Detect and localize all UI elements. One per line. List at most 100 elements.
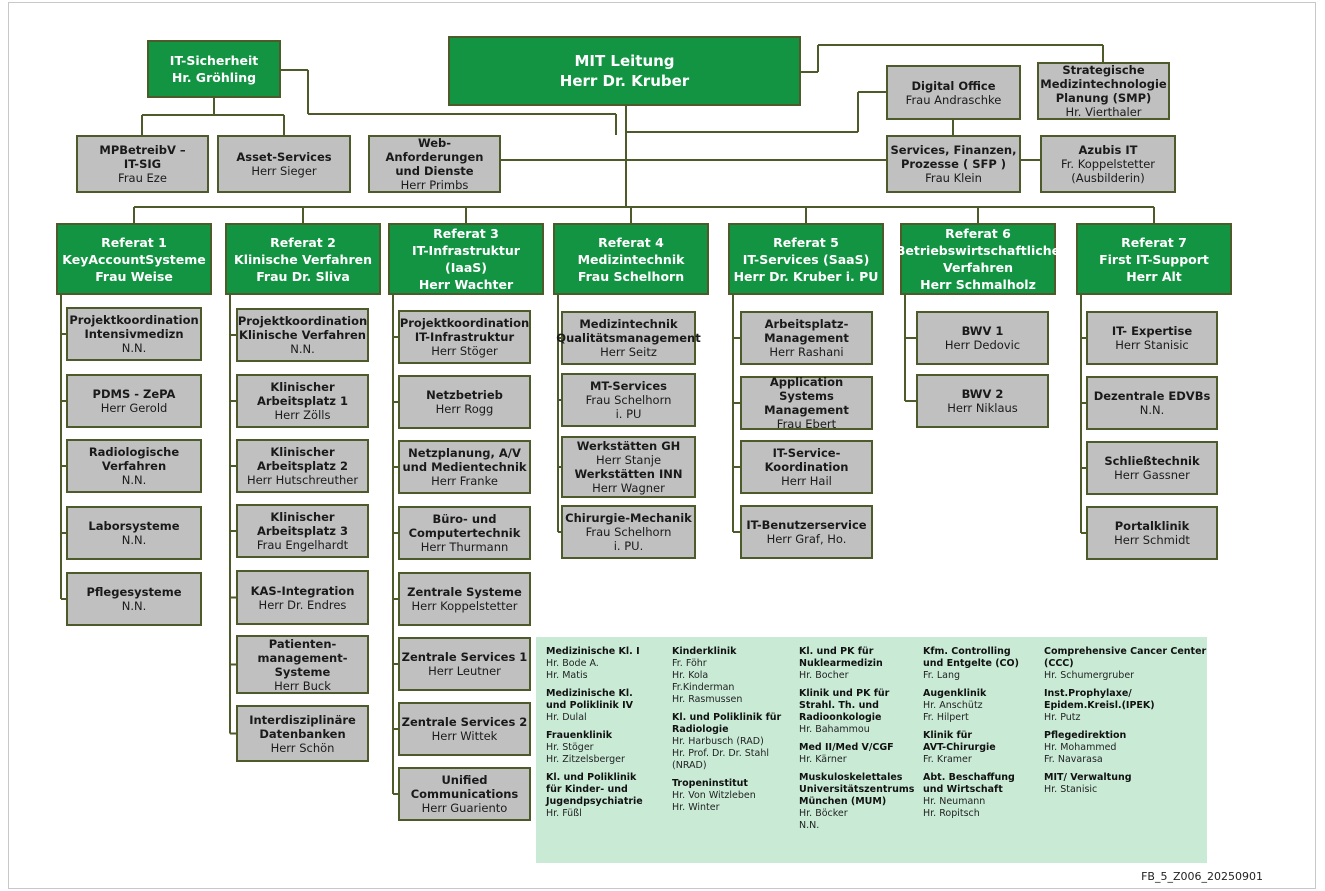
referat-2-unit-7-line-3: Herr Schön — [270, 740, 335, 755]
legend-entry-person: Fr. Navarasa — [1044, 754, 1103, 765]
legend-entry-person: Hr. Bocher — [799, 670, 849, 681]
azubis-box-line-1: Azubis IT — [1078, 143, 1138, 157]
legend-entry-title: Nuklearmedizin — [799, 658, 883, 669]
smp-box-line-2: Medizintechnologie — [1040, 77, 1167, 91]
legend-entry-title: Med II/Med V/CGF — [799, 742, 894, 753]
referat-1-unit-3-line-3: N.N. — [121, 473, 147, 487]
referat-4-unit-3-line-4: Herr Wagner — [592, 481, 665, 495]
referat-3-unit-3-line-1: Netzplanung, A/V — [408, 446, 521, 460]
legend-entry-person: Fr. Föhr — [672, 658, 707, 669]
referat-7-unit-1-line-2: Herr Stanisic — [1115, 338, 1189, 352]
legend-entry-title: Medizinische Kl. — [546, 688, 633, 699]
legend-entry-person: Fr. Kramer — [923, 754, 972, 765]
referat-3-unit-1-line-1: Projektkoordination — [399, 316, 530, 330]
azubis-box-line-3: (Ausbilderin) — [1071, 171, 1145, 185]
legend-entry-person: Hr. Winter — [672, 802, 720, 813]
legend-entry-person: Fr.Kinderman — [672, 682, 735, 693]
referat-4-unit-1-line-2: Qualitätsmanagement — [556, 331, 701, 345]
legend-entry-person: Hr. Ropitsch — [923, 808, 980, 819]
legend-entry-person: Hr. Harbusch (RAD) — [672, 736, 764, 747]
legend-entry-title: und Poliklinik IV — [546, 700, 633, 711]
referat-3-unit-7-line-2: Herr Wittek — [431, 729, 498, 743]
legend-entry-person: (NRAD) — [672, 760, 707, 771]
smp-box-line-3: Planung (SMP) — [1055, 91, 1152, 105]
smp-box-line-1: Strategische — [1062, 63, 1145, 77]
referat-6-unit-2-line-1: BWV 2 — [961, 387, 1004, 401]
referat-6-unit-1-line-2: Herr Dedovic — [944, 338, 1021, 352]
referat-7-unit-1-line-1: IT- Expertise — [1111, 324, 1193, 338]
referat-3-unit-5-line-1: Zentrale Systeme — [407, 585, 522, 599]
referat-7-box-line-1: Referat 7 — [1121, 234, 1187, 250]
referat-3-unit-1-line-3: Herr Stöger — [431, 344, 498, 358]
mpbetreibv-box-line-1: MPBetreibV – — [99, 143, 186, 157]
legend-entry-title: AVT-Chirurgie — [923, 742, 996, 753]
referat-3-unit-6-line-2: Herr Leutner — [428, 664, 501, 678]
legend-entry-title: Kl. und Poliklinik — [546, 772, 637, 783]
legend-entry-title: (CCC) — [1044, 658, 1074, 669]
referat-3-box-line-2: IT-Infrastruktur (IaaS) — [412, 243, 520, 275]
referat-3-unit-6-line-1: Zentrale Services 1 — [401, 650, 528, 664]
legend-entry-title: Pflegedirektion — [1044, 730, 1127, 741]
sfp-box: Services, Finanzen,Prozesse ( SFP )Frau … — [886, 135, 1021, 193]
smp-box-line-4: Hr. Vierthaler — [1065, 105, 1142, 119]
referat-4-unit-2-line-2: Frau Schelhorn — [585, 393, 672, 407]
referat-5-unit-2-line-2: Management — [764, 403, 849, 417]
referat-5-unit-3-line-2: Koordination — [764, 460, 849, 474]
referat-2-unit-3-line-3: Herr Hutschreuther — [246, 473, 359, 487]
referat-2-unit-6-line-3: Systeme — [274, 664, 331, 679]
referat-2-unit-6-line-1: Patienten- — [268, 636, 337, 651]
referat-4-unit-1-line-3: Herr Seitz — [600, 345, 657, 359]
legend-entry-person: Hr. Böcker — [799, 808, 848, 819]
referat-5-unit-1-line-3: Herr Rashani — [769, 345, 844, 359]
referat-2-unit-2-line-1: Klinischer — [270, 380, 335, 394]
referat-1-unit-5-line-2: N.N. — [121, 599, 147, 613]
referat-4-unit-4-line-2: Frau Schelhorn — [585, 525, 672, 539]
legend-entry-person: Hr. Stöger — [546, 742, 594, 753]
legend-entry-title: Radiologie — [672, 724, 729, 735]
it-sicherheit-box-line-1: IT-Sicherheit — [169, 53, 259, 68]
legend-entry-person: Hr. Anschütz — [923, 700, 983, 711]
referat-7-unit-4-line-1: Portalklinik — [1114, 519, 1190, 533]
referat-3-unit-2-line-2: Herr Rogg — [435, 402, 494, 416]
referat-5-unit-4-line-2: Herr Graf, Ho. — [766, 532, 847, 546]
referat-3-unit-2-line-1: Netzbetrieb — [426, 388, 503, 402]
web-anforderungen-box-line-3: Herr Primbs — [400, 178, 469, 192]
referat-5-unit-1-line-2: Management — [764, 331, 849, 345]
digital-office-box-line-1: Digital Office — [911, 78, 996, 93]
legend-entry-title: Tropeninstitut — [672, 778, 748, 789]
referat-4-unit-2-line-1: MT-Services — [589, 379, 667, 393]
referat-5-box-line-2: IT-Services (SaaS) — [742, 251, 870, 267]
referat-2-unit-6-line-2: management- — [257, 650, 348, 665]
referat-5-unit-3-line-3: Herr Hail — [781, 474, 832, 488]
legend-entry-title: für Kinder- und — [546, 784, 628, 795]
legend-entry-title: MIT/ Verwaltung — [1044, 772, 1132, 783]
referat-1-unit-5-line-1: Pflegesysteme — [86, 585, 182, 599]
referat-1-unit-2-line-2: Herr Gerold — [100, 401, 168, 415]
